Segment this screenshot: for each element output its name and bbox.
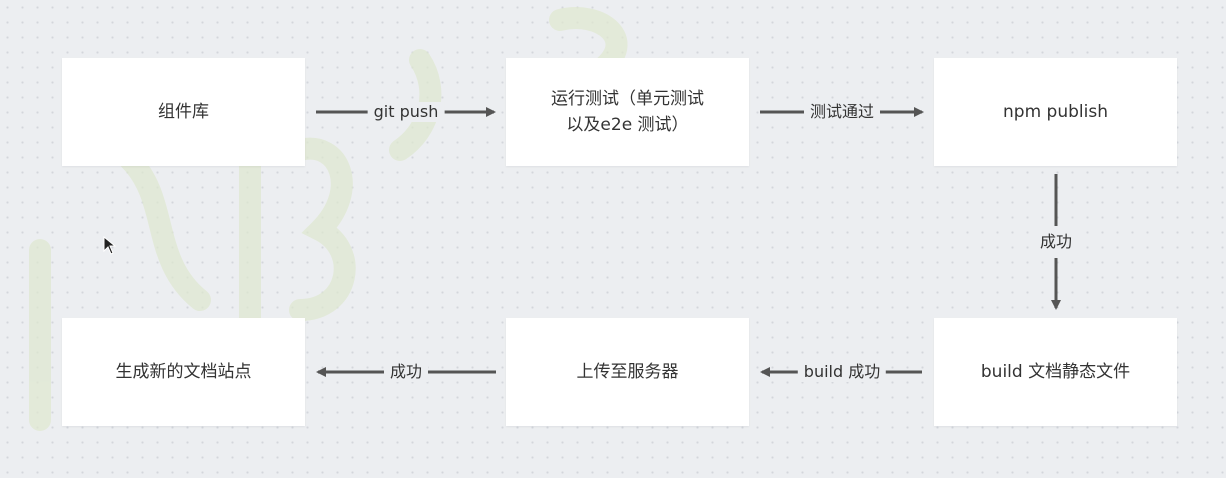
node-run-tests: 运行测试（单元测试 以及e2e 测试）	[506, 58, 749, 166]
node-component-library-label: 组件库	[158, 102, 209, 122]
node-run-tests-label-line1: 运行测试（单元测试	[551, 89, 704, 109]
node-generate-site-label: 生成新的文档站点	[115, 362, 252, 382]
edge-label-git-push: git push	[367, 102, 445, 122]
node-upload-server-label: 上传至服务器	[576, 362, 679, 382]
node-run-tests-label-line2: 以及e2e 测试）	[566, 115, 689, 135]
node-npm-publish: npm publish	[934, 58, 1177, 166]
mouse-cursor-icon	[103, 236, 117, 255]
edge-label-success-left: 成功	[383, 362, 429, 382]
node-build-docs-label: build 文档静态文件	[980, 362, 1131, 382]
edge-label-tests-passed: 测试通过	[803, 102, 881, 122]
edge-label-success-down: 成功	[1035, 226, 1077, 258]
node-upload-server: 上传至服务器	[506, 318, 749, 426]
node-build-docs: build 文档静态文件	[934, 318, 1177, 426]
node-generate-site: 生成新的文档站点	[62, 318, 305, 426]
node-npm-publish-label: npm publish	[1003, 102, 1108, 122]
node-component-library: 组件库	[62, 58, 305, 166]
edge-label-build-success: build 成功	[797, 362, 887, 382]
